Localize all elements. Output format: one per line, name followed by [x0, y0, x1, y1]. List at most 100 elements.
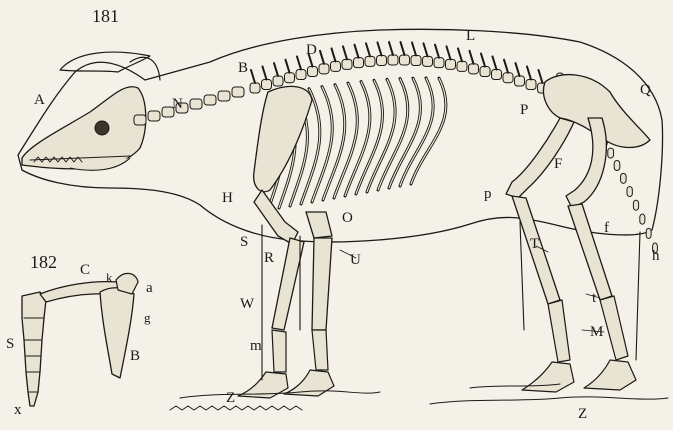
label-Z-left: Z [226, 390, 235, 406]
vertebra [377, 55, 387, 65]
vertebra [515, 76, 525, 86]
scapula [254, 86, 312, 191]
spinous-process [274, 63, 278, 76]
vertebra [296, 70, 306, 80]
vertebra [331, 61, 341, 71]
vertebra [621, 173, 627, 183]
fig182-sternum [22, 292, 46, 406]
forelimb-near [238, 190, 304, 398]
vertebra [342, 59, 352, 69]
spinous-process [320, 51, 324, 64]
label-H: H [222, 190, 233, 206]
label-A: A [34, 92, 45, 108]
spinous-process [412, 42, 416, 55]
vertebra [285, 73, 295, 83]
vertebra [388, 55, 398, 65]
label-f: f [604, 220, 609, 236]
vertebra [423, 56, 433, 66]
spinous-process [332, 48, 336, 61]
vertebra [446, 59, 456, 69]
label-N: N [172, 96, 183, 112]
spinous-process [401, 42, 405, 55]
vertebra [646, 228, 651, 238]
label-m: m [250, 338, 262, 354]
spinous-process [343, 46, 347, 59]
vertebra [218, 91, 230, 101]
spinous-process [470, 51, 474, 64]
vertebra [319, 64, 329, 74]
label-R: R [264, 250, 274, 266]
vertebra [457, 61, 467, 71]
vertebra [204, 95, 216, 105]
spinous-process [366, 43, 370, 56]
spinous-process [493, 57, 497, 70]
figure-number-182: 182 [30, 252, 57, 272]
hindlimb-near [506, 118, 574, 392]
fig182-bones [22, 273, 138, 406]
fig182-scapula [100, 288, 134, 378]
vertebra [148, 111, 160, 121]
label-T: T [530, 236, 539, 252]
label-D: D [306, 42, 317, 58]
label-Q: Q [640, 82, 651, 98]
label-182-x: x [14, 402, 22, 418]
spinous-process [447, 46, 451, 59]
spinous-process [286, 60, 290, 73]
vertebra [411, 55, 421, 65]
vertebra [308, 67, 318, 77]
label-W: W [240, 296, 255, 312]
spinous-process [297, 57, 301, 70]
vertebra [526, 79, 536, 89]
rib-highlight [356, 80, 383, 194]
label-F: F [554, 156, 562, 172]
spinous-process [378, 42, 382, 55]
vertebra [232, 87, 244, 97]
label-U: U [350, 252, 361, 268]
vertebra [365, 56, 375, 66]
label-182-a: a [146, 280, 153, 296]
label-p: p [484, 186, 492, 202]
rib [334, 83, 357, 198]
spinous-process [481, 54, 485, 67]
vertebra [469, 64, 479, 74]
vertebra [400, 55, 410, 65]
label-B: B [238, 60, 248, 76]
label-182-C: C [80, 262, 90, 278]
vertebra [608, 148, 614, 158]
spinous-process [516, 63, 520, 76]
label-Z-right: Z [578, 406, 587, 422]
vertebra [250, 83, 260, 93]
vertebra [640, 214, 645, 224]
spinous-process [389, 42, 393, 55]
spinous-process [539, 70, 543, 83]
vertebra [492, 70, 502, 80]
vertebra [190, 99, 202, 109]
vertebra [134, 115, 146, 125]
vertebra [273, 76, 283, 86]
spinous-process [504, 60, 508, 73]
vertebra [354, 58, 364, 68]
label-182-g: g [144, 310, 151, 325]
label-182-B: B [130, 348, 140, 364]
label-182-k: k [106, 270, 113, 285]
label-t: t [592, 290, 597, 306]
spinous-process [251, 70, 255, 83]
vertebra [262, 79, 272, 89]
label-O: O [342, 210, 353, 226]
label-h: h [652, 248, 660, 264]
spinous-process [435, 45, 439, 58]
spinous-process [355, 45, 359, 58]
spinous-process [263, 66, 267, 79]
spinous-process [527, 66, 531, 79]
vertebra [503, 73, 513, 83]
vertebra [480, 67, 490, 77]
label-P: P [520, 102, 528, 118]
spinous-process [424, 43, 428, 56]
vertebra [633, 200, 638, 210]
vertebra [614, 161, 620, 171]
hindlimb-far [566, 118, 636, 390]
vertebra [627, 187, 632, 197]
vertebra [434, 58, 444, 68]
